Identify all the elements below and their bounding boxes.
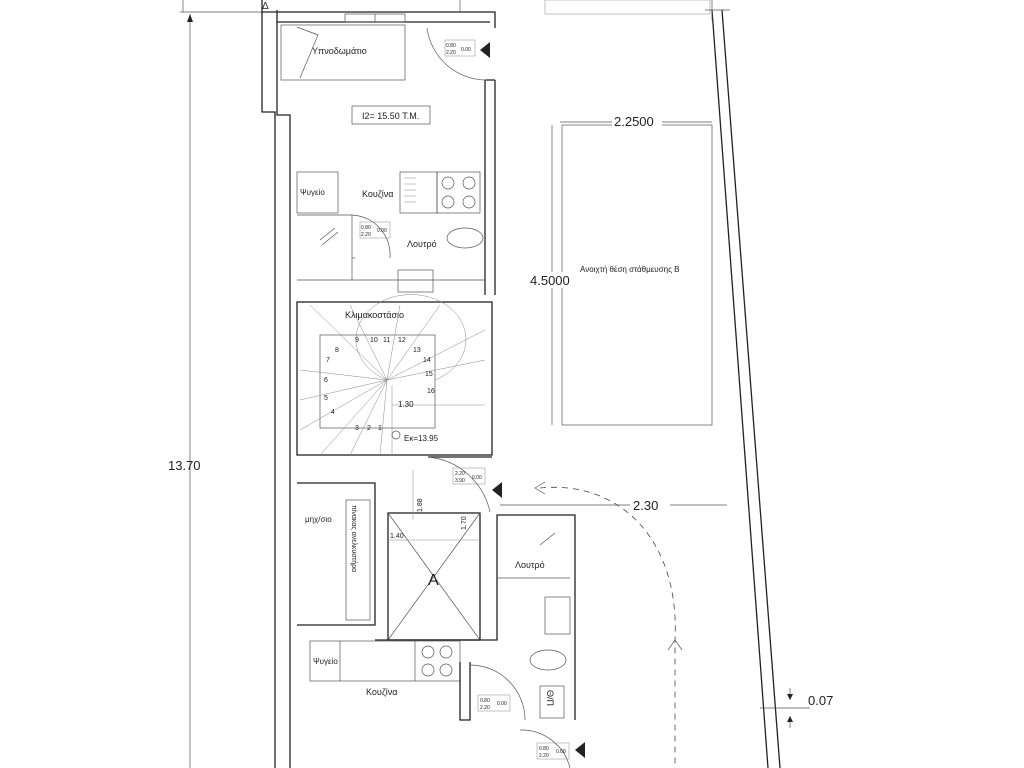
svg-text:3: 3 (355, 425, 359, 432)
svg-text:5: 5 (324, 395, 328, 402)
lower-kitchen-label: Κουζίνα (366, 687, 398, 697)
svg-text:0.00: 0.00 (497, 701, 507, 707)
svg-text:2.20: 2.20 (455, 471, 465, 477)
lower-unit: Λουτρό Θ/Π Ψυγείο Κουζίνα 0.80 2.20 0.00… (309, 532, 585, 768)
svg-text:6: 6 (324, 377, 328, 384)
shower-icon (319, 227, 339, 246)
svg-text:0.80: 0.80 (480, 698, 490, 704)
svg-text:11: 11 (383, 337, 390, 344)
toilet (446, 227, 484, 249)
area-label: I2= 15.50 Τ.Μ. (362, 111, 419, 121)
svg-text:7: 7 (326, 357, 330, 364)
entry-arrow-icon (480, 42, 490, 58)
svg-text:0.00: 0.00 (377, 228, 387, 234)
svg-text:0.80: 0.80 (446, 43, 456, 49)
svg-text:15: 15 (425, 371, 433, 378)
svg-text:Θ/Π: Θ/Π (545, 690, 555, 706)
outer-walls: Δ (182, 0, 496, 768)
svg-text:0.80: 0.80 (539, 746, 549, 752)
svg-text:4: 4 (331, 409, 335, 416)
staircase-label: Κλιμακοστάσιο (345, 310, 404, 320)
svg-text:9: 9 (355, 337, 359, 344)
bathroom-label: Λουτρό (407, 239, 437, 249)
svg-text:2.20: 2.20 (446, 50, 456, 56)
lower-bathroom-label: Λουτρό (515, 560, 545, 570)
svg-text:1.40: 1.40 (390, 533, 404, 540)
basin (397, 269, 434, 293)
parking-width-label: 2.2500 (614, 114, 654, 129)
entry-arrow-icon (492, 482, 502, 498)
offset-label: 0.07 (808, 693, 833, 708)
mechanical-room-label: μηχ/σιο (305, 515, 332, 524)
svg-text:14: 14 (423, 357, 431, 364)
svg-text:0.80: 0.80 (361, 225, 371, 231)
svg-text:1.70: 1.70 (461, 516, 468, 530)
svg-text:1.88: 1.88 (417, 498, 424, 512)
svg-text:8: 8 (335, 347, 339, 354)
cooktop (436, 171, 481, 214)
kitchen-label: Κουζίνα (362, 189, 394, 199)
shower-icon (539, 532, 556, 546)
lower-fridge-label: Ψυγείο (313, 657, 338, 666)
svg-text:πίνακας ανελκυστήρα: πίνακας ανελκυστήρα (350, 505, 358, 572)
svg-text:Δ: Δ (262, 1, 269, 12)
svg-text:2: 2 (367, 425, 371, 432)
toilet (529, 649, 567, 671)
entry-arrow-icon (575, 742, 585, 758)
svg-text:0.00: 0.00 (461, 47, 471, 53)
elevator-label: A (428, 572, 439, 589)
svg-text:10: 10 (370, 337, 378, 344)
fridge (296, 171, 339, 214)
site-boundary: 2.30 0.07 (500, 0, 833, 768)
driveway-width-label: 2.30 (633, 498, 658, 513)
stair-width-label: 1.30 (398, 400, 414, 409)
basin (544, 596, 571, 635)
parking-label: Ανοιχτή θέση στάθμευσης Β (580, 265, 679, 274)
svg-text:2.20: 2.20 (539, 753, 549, 759)
core: 2.20 3.90 0.00 μηχ/σιο πίνακας ανελκυστή… (297, 456, 576, 720)
bedroom-label: Υπνοδωμάτιο (312, 46, 367, 56)
elevation-label: Εκ=13.95 (404, 434, 439, 443)
svg-text:1: 1 (378, 425, 382, 432)
svg-text:16: 16 (427, 388, 435, 395)
parking-space: 2.2500 4.5000 Ανοιχτή θέση στάθμευσης Β (528, 0, 713, 426)
svg-text:0.00: 0.00 (472, 475, 482, 481)
area-box (351, 105, 431, 125)
svg-text:13: 13 (413, 347, 421, 354)
upper-unit: Υπνοδωμάτιο I2= 15.50 Τ.Μ. 0.80 2.20 0.0… (280, 24, 490, 293)
elevator-panel (345, 499, 371, 621)
total-height-dimension: 13.70 (168, 11, 265, 768)
svg-text:12: 12 (398, 337, 406, 344)
water-heater (539, 685, 565, 719)
entry-door-swing (426, 27, 488, 81)
svg-text:3.90: 3.90 (455, 478, 465, 484)
svg-text:2.20: 2.20 (361, 232, 371, 238)
bed (280, 24, 406, 81)
parking-length-label: 4.5000 (530, 273, 570, 288)
total-height-label: 13.70 (168, 458, 201, 473)
fridge-label: Ψυγείο (300, 188, 325, 197)
svg-text:0.00: 0.00 (556, 749, 566, 755)
svg-text:2.20: 2.20 (480, 705, 490, 711)
